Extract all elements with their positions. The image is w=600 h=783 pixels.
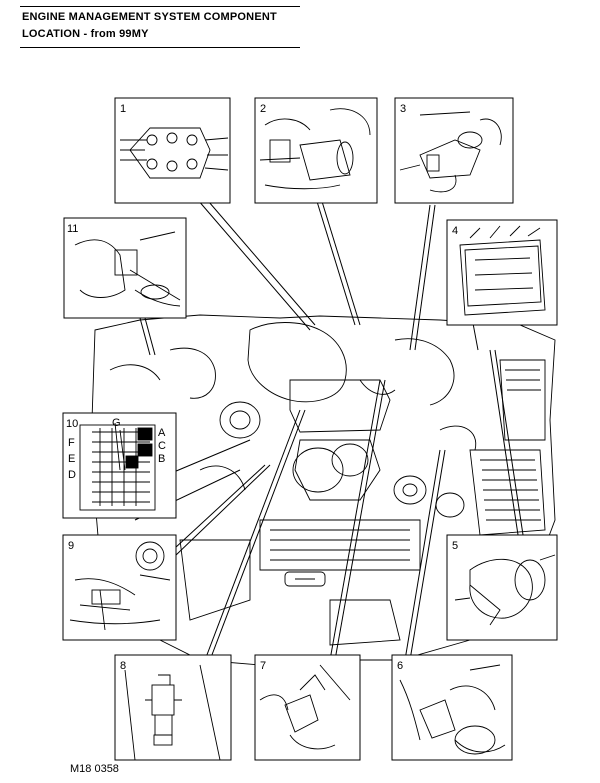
ecm-illustration xyxy=(459,225,546,316)
inset-1 xyxy=(114,97,231,204)
figure-reference: M18 0358 xyxy=(70,763,119,775)
callout-7: 7 xyxy=(260,660,266,672)
connector-letter-a: A xyxy=(158,427,166,439)
callout-8: 8 xyxy=(120,660,126,672)
callout-2: 2 xyxy=(260,103,266,115)
inset-8 xyxy=(114,654,232,761)
valve-3-illustration xyxy=(399,111,502,193)
callout-9: 9 xyxy=(68,540,74,552)
connector-letter-d: D xyxy=(68,469,76,481)
callout-numbers: 1 2 3 4 5 6 7 8 9 10 11 xyxy=(66,103,458,672)
inset-11 xyxy=(63,217,187,319)
title-line-2: LOCATION - from 99MY xyxy=(22,28,149,40)
connector-letter-b: B xyxy=(158,453,165,465)
callout-3: 3 xyxy=(400,103,406,115)
callout-10: 10 xyxy=(66,418,78,430)
inset-5 xyxy=(446,534,558,641)
page-title: ENGINE MANAGEMENT SYSTEM COMPONENT LOCAT… xyxy=(22,9,277,43)
inset-6 xyxy=(391,654,513,761)
connector-letters: A B C D E F G xyxy=(68,417,166,481)
callout-1: 1 xyxy=(120,103,126,115)
leader-lines xyxy=(134,179,526,661)
sensor-5-illustration xyxy=(454,554,556,626)
title-line-1: ENGINE MANAGEMENT SYSTEM COMPONENT xyxy=(22,11,277,23)
inset-2 xyxy=(254,97,378,204)
connector-letter-g: G xyxy=(112,417,121,429)
sensor-8-illustration xyxy=(124,664,221,761)
sensor-7-illustration xyxy=(259,664,351,750)
callout-11: 11 xyxy=(67,223,78,235)
callout-5: 5 xyxy=(452,540,458,552)
connector-letter-e: E xyxy=(68,453,75,465)
callout-6: 6 xyxy=(397,660,403,672)
inset-4 xyxy=(446,219,558,326)
sensor-11-illustration xyxy=(74,231,181,307)
inset-7 xyxy=(254,654,361,761)
title-bottom-rule xyxy=(20,47,300,48)
idle-valve-illustration xyxy=(259,108,371,190)
coil-pack-illustration xyxy=(120,127,229,179)
callout-4: 4 xyxy=(452,225,458,237)
inset-9 xyxy=(62,534,177,641)
relay-box-illustration xyxy=(79,422,156,511)
inset-3 xyxy=(394,97,514,204)
connector-letter-c: C xyxy=(158,440,166,452)
connector-letter-f: F xyxy=(68,437,75,449)
sensor-9-illustration xyxy=(69,541,171,631)
sensor-6-illustration xyxy=(399,664,506,755)
title-top-rule xyxy=(20,6,300,7)
